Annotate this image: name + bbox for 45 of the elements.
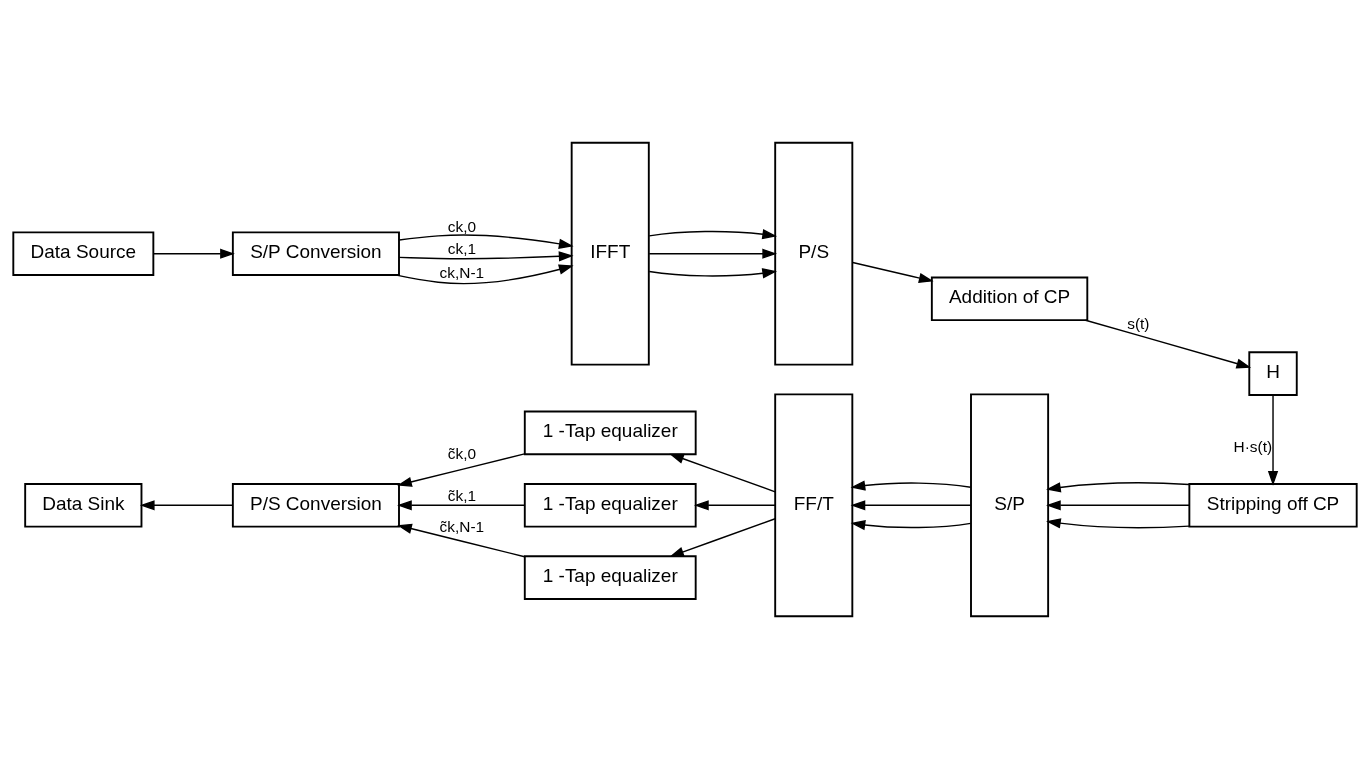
arrow [397,452,526,487]
node-box: Data Source [12,230,155,276]
node-box: 1 -Tap equalizer [523,554,697,600]
node-box: Addition of CP [930,276,1089,321]
arrow [648,248,778,259]
arrow [1084,319,1252,369]
edge-label: c̃k,0 [447,444,477,462]
arrow [397,499,526,510]
arrow [648,228,778,239]
node-box: S/P Conversion [231,230,400,276]
node-box: 1 -Tap equalizer [523,482,697,528]
edge-label: ck,N-1 [439,263,485,281]
arrow [1267,393,1279,486]
node-box: 1 -Tap equalizer [523,410,697,455]
arrow [1046,481,1190,492]
arrow [398,233,574,249]
node-box: P/S Conversion [231,482,400,528]
node-box: Data Sink [24,482,143,528]
edge-label: ck,0 [447,217,477,235]
node-box: FF/T [774,392,854,617]
arrow [669,453,776,493]
arrow [850,499,972,510]
arrow [152,248,235,259]
edge-label: c̃k,1 [447,486,477,504]
arrow [398,250,574,261]
node-box: S/P [970,392,1050,617]
arrow [850,479,972,491]
arrow [694,499,776,510]
arrow [852,261,934,283]
arrow [397,523,526,557]
node-box: Stripping off CP [1188,482,1358,528]
arrow [669,517,776,557]
arrow [648,267,778,278]
edge-label: H·s(t) [1233,437,1273,455]
edge-label: s(t) [1127,314,1150,332]
edge-label: ck,1 [447,239,477,257]
node-box: IFFT [570,141,650,366]
arrow [1046,499,1190,510]
node-box: P/S [774,141,854,366]
arrow [139,499,234,510]
arrow [1046,517,1190,528]
arrow [395,264,574,284]
arrow [850,519,972,530]
node-box: H [1248,350,1298,396]
edge-label: c̃k,N-1 [439,517,485,535]
